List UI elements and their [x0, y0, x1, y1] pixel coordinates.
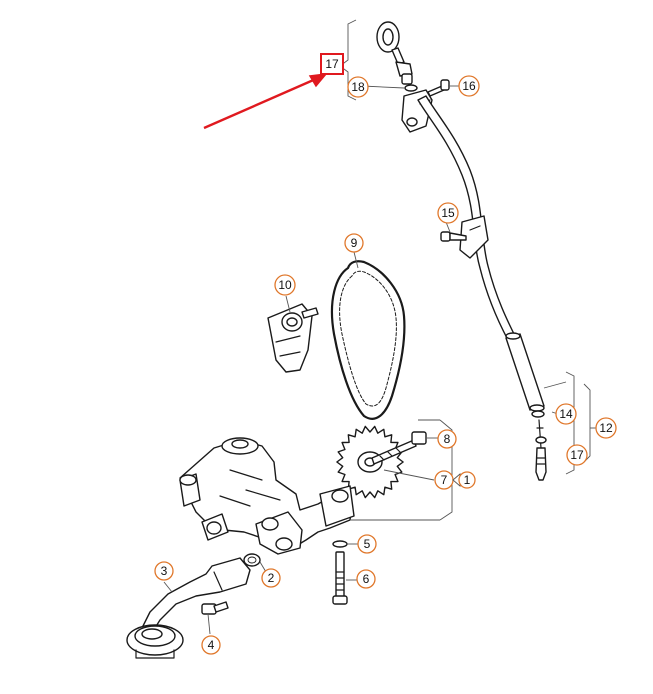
callout-16[interactable]: 16: [458, 75, 480, 97]
callout-15[interactable]: 15: [437, 202, 459, 224]
callout-4[interactable]: 4: [201, 635, 221, 655]
callout-10[interactable]: 10: [274, 274, 296, 296]
o-ring-14: [531, 410, 545, 418]
callout-9[interactable]: 9: [344, 233, 364, 253]
bolt-16: [427, 79, 450, 97]
dipstick-handle: [376, 21, 413, 85]
callout-10-label: 10: [278, 278, 292, 292]
bracket-12b: [583, 383, 591, 463]
callout-14-label: 14: [559, 407, 573, 421]
callout-14[interactable]: 14: [555, 403, 577, 425]
bolt-15: [440, 231, 467, 242]
bolt-8: [371, 431, 427, 465]
callout-15-label: 15: [441, 206, 455, 220]
bracket-1: [439, 419, 453, 521]
guide-tube: [417, 95, 545, 412]
callout-5[interactable]: 5: [357, 534, 377, 554]
callout-18-label: 18: [351, 80, 365, 94]
callout-17[interactable]: 17: [566, 444, 588, 466]
gasket: [243, 553, 261, 567]
bracket-12: [565, 371, 575, 475]
leader-lines: [163, 221, 559, 635]
bolt-4: [201, 601, 229, 615]
callout-17-highlighted-label: 17: [325, 57, 339, 71]
bolt-6: [332, 540, 348, 605]
dipstick-lower-end: [535, 419, 547, 481]
callout-3-label: 3: [161, 564, 168, 578]
callout-9-label: 9: [351, 236, 358, 250]
chain-tensioner: [267, 303, 319, 373]
dipstick-assembly: [339, 19, 596, 481]
callout-2[interactable]: 2: [261, 568, 281, 588]
callout-17-highlighted[interactable]: 17: [320, 53, 344, 75]
drive-chain: [330, 260, 406, 420]
callout-12-label: 12: [599, 421, 613, 435]
callout-12[interactable]: 12: [595, 417, 617, 439]
oil-strainer: [126, 557, 251, 659]
oil-pump-body: [179, 437, 355, 555]
callout-6-label: 6: [363, 572, 370, 586]
callout-1[interactable]: 1: [458, 471, 476, 489]
callout-6[interactable]: 6: [356, 569, 376, 589]
callout-16-label: 16: [462, 79, 476, 93]
callout-1-label: 1: [464, 473, 471, 487]
callout-8[interactable]: 8: [437, 429, 457, 449]
callout-18[interactable]: 18: [347, 76, 369, 98]
red-arrow-icon: [203, 73, 328, 130]
callout-5-label: 5: [364, 537, 371, 551]
callout-17-label: 17: [570, 448, 584, 462]
o-ring: [404, 84, 418, 92]
callout-7-label: 7: [441, 473, 448, 487]
callout-2-label: 2: [268, 571, 275, 585]
callout-7[interactable]: 7: [434, 470, 454, 490]
callout-8-label: 8: [444, 432, 451, 446]
callout-4-label: 4: [208, 638, 215, 652]
callout-3[interactable]: 3: [154, 561, 174, 581]
